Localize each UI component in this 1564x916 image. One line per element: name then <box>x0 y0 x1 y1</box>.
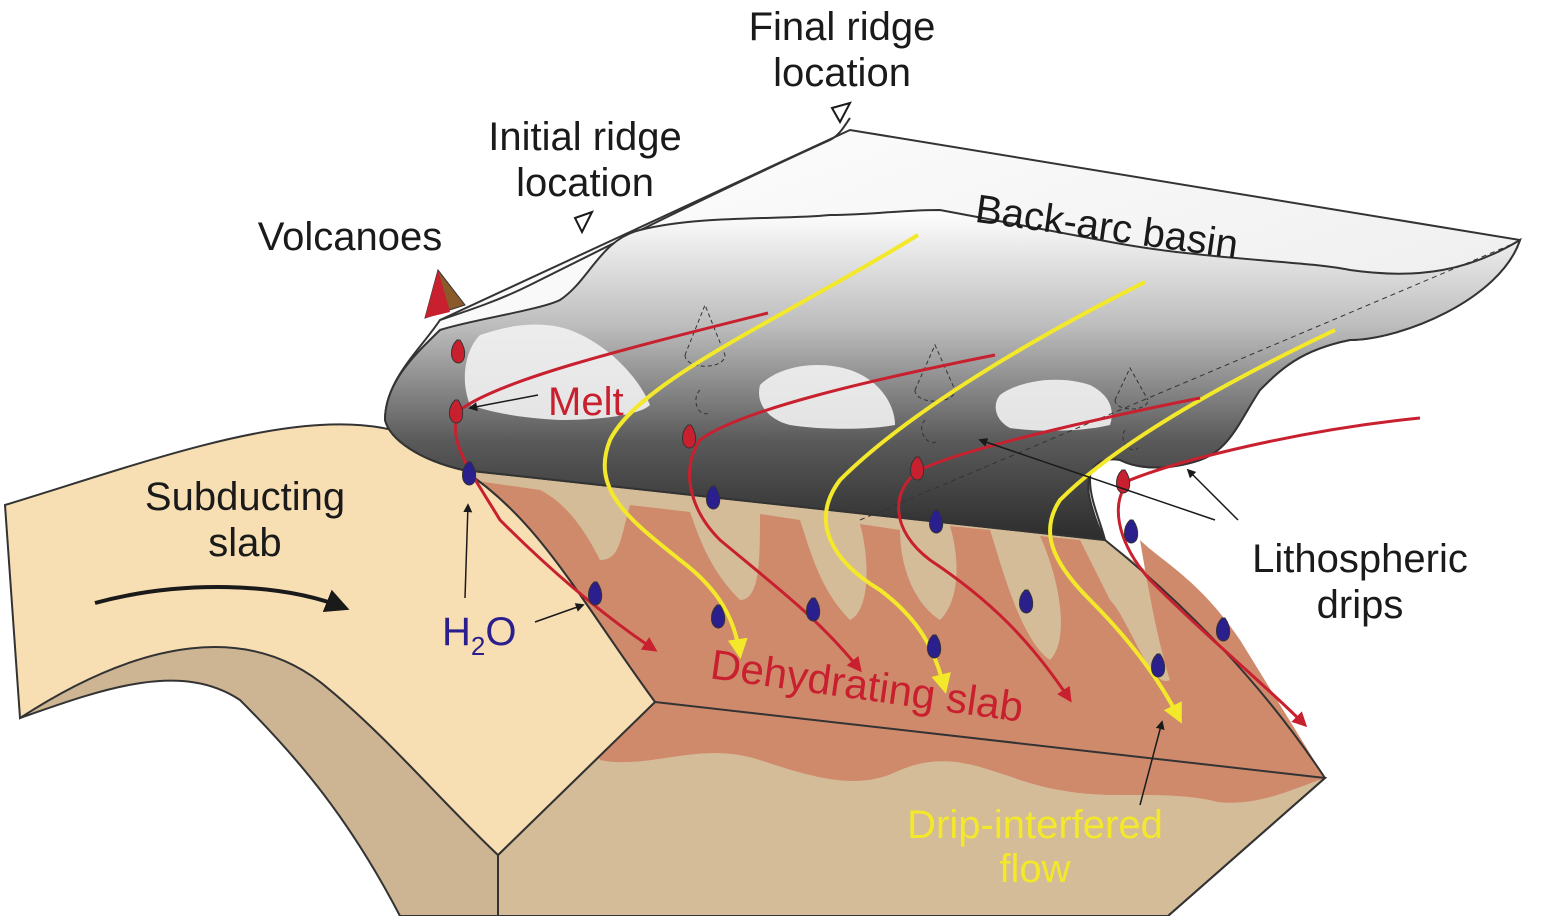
flow-line-2 <box>823 280 1146 694</box>
slab-motion-arrow <box>94 585 350 613</box>
melt-droplet <box>449 399 464 424</box>
slab-top <box>3 423 657 857</box>
water-droplet <box>706 485 721 510</box>
melt-pointer <box>468 394 539 412</box>
melt-droplets <box>449 339 1131 494</box>
h2o-pointer-up <box>463 503 473 599</box>
drip-flow-lines <box>602 233 1336 724</box>
melt-line-3 <box>897 396 1201 703</box>
overriding-plate <box>383 117 1522 542</box>
melt-line-2 <box>688 353 996 673</box>
final-ridge-label-2: location <box>773 51 911 95</box>
melt-label: Melt <box>548 380 624 424</box>
melt-flow-lines <box>454 311 1421 728</box>
melt-droplet <box>910 456 925 481</box>
drips-pointer-2 <box>1186 468 1239 521</box>
melt-droplet <box>682 424 697 449</box>
volcanoes-label: Volcanoes <box>258 215 443 259</box>
drip-flow-label: Drip-interfered <box>907 803 1163 847</box>
flow-line-1 <box>602 233 920 659</box>
water-droplet <box>588 581 603 606</box>
drip-outline-2 <box>914 343 956 443</box>
final-ridge-marker <box>830 101 852 125</box>
water-droplet <box>1124 519 1139 544</box>
h2o-pointer-right <box>534 603 585 623</box>
melt-line-4 <box>1116 416 1421 728</box>
drip-lobe-2 <box>759 365 895 429</box>
initial-ridge-label: Initial ridge <box>488 115 681 159</box>
water-droplet <box>929 509 944 534</box>
drip-lobe-1 <box>464 324 650 420</box>
water-droplet <box>1151 653 1166 678</box>
water-droplet <box>1216 617 1231 642</box>
initial-ridge-label-2: location <box>516 161 654 205</box>
h2o-label: H2O <box>442 610 516 661</box>
drips-pointer-1 <box>978 438 1216 521</box>
water-droplet <box>927 634 942 659</box>
drip-lobe-3 <box>995 379 1112 431</box>
melt-line-1 <box>454 311 769 652</box>
water-droplet <box>806 597 821 622</box>
initial-ridge-marker <box>573 210 595 235</box>
flow-line-3 <box>1048 328 1336 724</box>
drip-outline-1 <box>684 303 726 415</box>
melt-droplet <box>451 339 466 364</box>
flow-pointer <box>1139 720 1165 806</box>
plate-dashed-line <box>859 244 1511 521</box>
lithospheric-drips-label: Lithospheric <box>1252 537 1468 581</box>
final-ridge-label: Final ridge <box>749 5 936 49</box>
volcano-icon <box>424 268 466 319</box>
plate-front-edge <box>439 117 851 321</box>
water-droplet <box>711 604 726 629</box>
water-droplet <box>462 461 477 486</box>
drip-flow-label-2: flow <box>999 847 1070 891</box>
lithospheric-drips-label-2: drips <box>1317 583 1404 627</box>
pointer-arrows <box>463 394 1239 806</box>
subducting-slab-label: Subducting <box>145 475 345 519</box>
subducting-slab-label-2: slab <box>208 521 281 565</box>
water-droplet <box>1019 589 1034 614</box>
subducting-slab <box>3 423 657 916</box>
water-droplets <box>462 461 1231 678</box>
